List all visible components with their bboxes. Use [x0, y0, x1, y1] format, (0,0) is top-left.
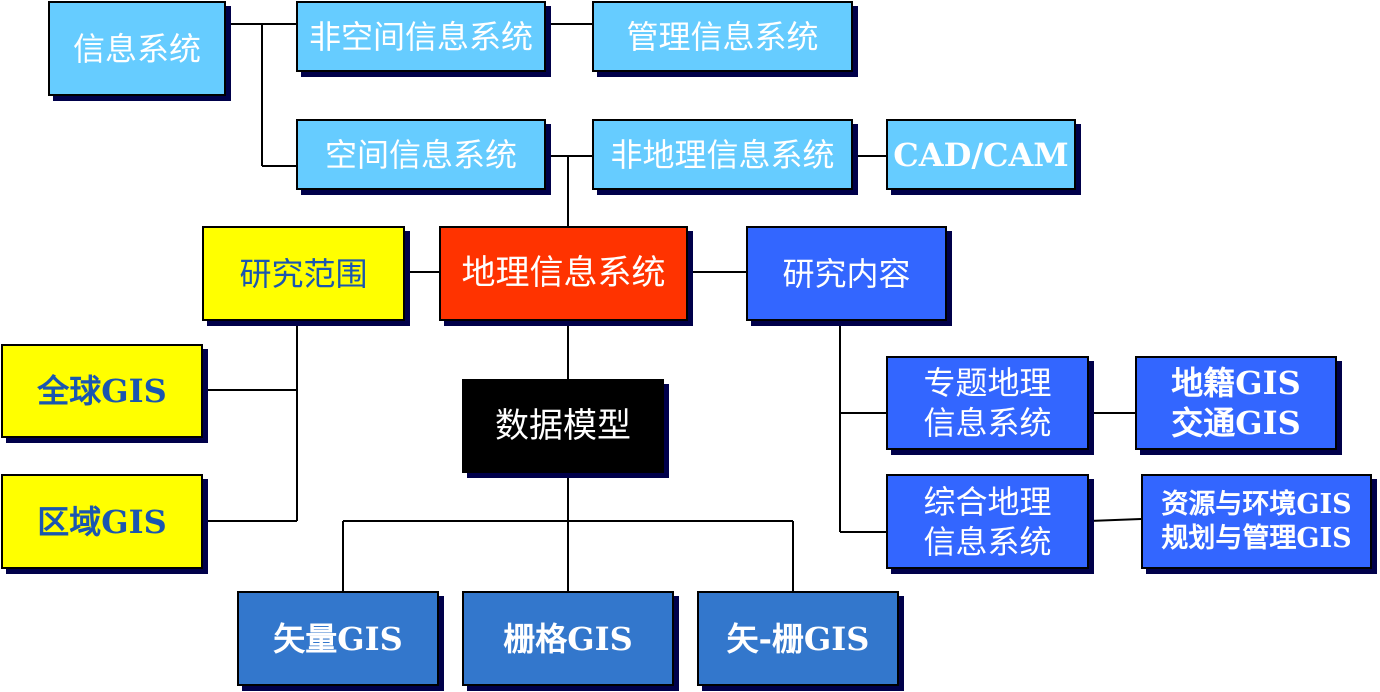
node-label: 全球GIS: [37, 372, 167, 410]
node-label: 矢量GIS: [273, 619, 403, 658]
node-resource-planning-gis: 资源与环境GIS 规划与管理GIS: [1141, 474, 1372, 569]
node-label: 研究范围: [239, 254, 368, 293]
node-label: 矢-栅GIS: [726, 619, 870, 658]
node-non-spatial-info-system: 非空间信息系统: [296, 1, 546, 72]
node-regional-gis: 区域GIS: [1, 474, 203, 569]
node-label-line2: 信息系统: [923, 522, 1052, 561]
node-label-line2: 规划与管理GIS: [1161, 522, 1352, 554]
node-label: 空间信息系统: [324, 135, 517, 174]
node-integrated-gis: 综合地理 信息系统: [886, 474, 1089, 569]
node-global-gis: 全球GIS: [1, 344, 203, 438]
node-label-line2: 信息系统: [923, 404, 1052, 442]
node-non-geographic-info-system: 非地理信息系统: [592, 119, 853, 190]
connector: [1088, 518, 1142, 522]
node-label: 非空间信息系统: [308, 17, 533, 56]
node-label-line1: 专题地理: [923, 364, 1052, 402]
node-label: CAD/CAM: [893, 135, 1069, 174]
node-research-content: 研究内容: [746, 226, 947, 321]
node-info-system: 信息系统: [48, 1, 226, 96]
node-raster-gis: 栅格GIS: [462, 591, 674, 686]
node-cadastral-traffic-gis: 地籍GIS 交通GIS: [1135, 356, 1337, 450]
node-cad-cam: CAD/CAM: [886, 119, 1076, 190]
node-gis: 地理信息系统: [439, 226, 688, 321]
node-thematic-gis: 专题地理 信息系统: [886, 356, 1089, 450]
node-label: 数据模型: [495, 405, 631, 446]
node-label: 地理信息系统: [461, 253, 666, 294]
node-label-line2: 交通GIS: [1171, 404, 1301, 442]
node-management-info-system: 管理信息系统: [592, 1, 853, 72]
node-vector-gis: 矢量GIS: [237, 591, 439, 686]
node-label-line1: 综合地理: [923, 482, 1052, 521]
node-label: 栅格GIS: [503, 619, 633, 658]
node-label: 区域GIS: [37, 502, 167, 541]
node-vector-raster-gis: 矢-栅GIS: [697, 591, 899, 686]
node-label: 信息系统: [72, 29, 201, 68]
node-label: 管理信息系统: [626, 17, 819, 56]
node-label-line1: 地籍GIS: [1171, 364, 1301, 402]
node-spatial-info-system: 空间信息系统: [296, 119, 546, 190]
node-label: 研究内容: [782, 254, 911, 293]
node-label-line1: 资源与环境GIS: [1161, 488, 1352, 520]
node-label: 非地理信息系统: [610, 135, 835, 174]
node-research-scope: 研究范围: [202, 226, 405, 321]
node-data-model: 数据模型: [462, 379, 664, 473]
